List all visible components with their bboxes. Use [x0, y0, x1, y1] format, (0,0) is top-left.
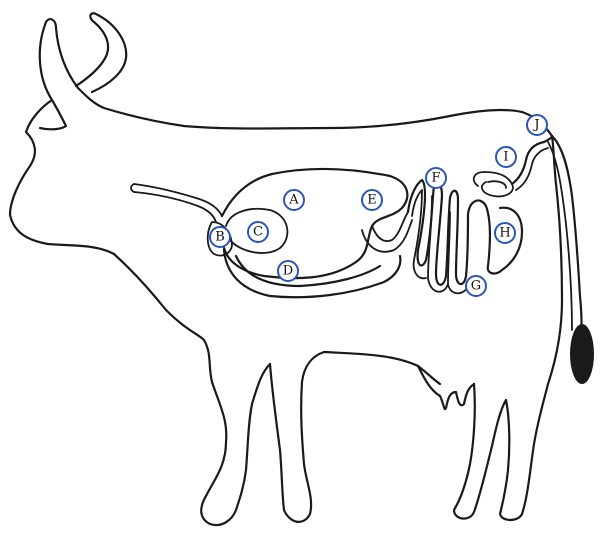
cow-body-outline	[10, 13, 594, 525]
marker-c: C	[248, 222, 268, 242]
front-leg-inner	[270, 352, 324, 522]
marker-j: J	[527, 115, 547, 135]
marker-f: F	[426, 168, 446, 188]
marker-g-text: G	[471, 279, 481, 294]
digestive-tract	[131, 136, 552, 297]
marker-j-text: J	[532, 118, 539, 133]
marker-a-text: A	[288, 193, 299, 208]
marker-e-text: E	[367, 193, 377, 208]
marker-b: B	[210, 227, 230, 247]
marker-h-text: H	[499, 226, 510, 241]
marker-g: G	[466, 276, 486, 296]
rumen	[222, 169, 407, 278]
belly	[324, 352, 440, 384]
left-horn	[40, 19, 78, 100]
rectum	[512, 136, 552, 184]
marker-i-text: I	[503, 150, 508, 165]
head-and-back	[10, 100, 270, 525]
marker-a: A	[284, 190, 304, 210]
esophagus-mouth	[131, 184, 134, 192]
ear	[40, 100, 66, 129]
marker-b-text: B	[215, 230, 225, 245]
right-horn	[76, 13, 126, 92]
upper-head	[78, 88, 552, 136]
marker-f-text: F	[431, 171, 440, 186]
marker-i: I	[496, 147, 516, 167]
abomasum	[224, 250, 400, 297]
tail-tuft	[570, 324, 594, 384]
marker-d-text: D	[283, 264, 293, 279]
esophagus	[134, 184, 222, 222]
marker-d: D	[278, 261, 298, 281]
marker-e: E	[362, 190, 382, 210]
rectum-inner	[516, 148, 548, 190]
large-intestine-coil	[474, 172, 513, 196]
label-markers: A B C D E F G H	[210, 115, 547, 296]
marker-h: H	[495, 223, 515, 243]
marker-c-text: C	[253, 225, 263, 240]
